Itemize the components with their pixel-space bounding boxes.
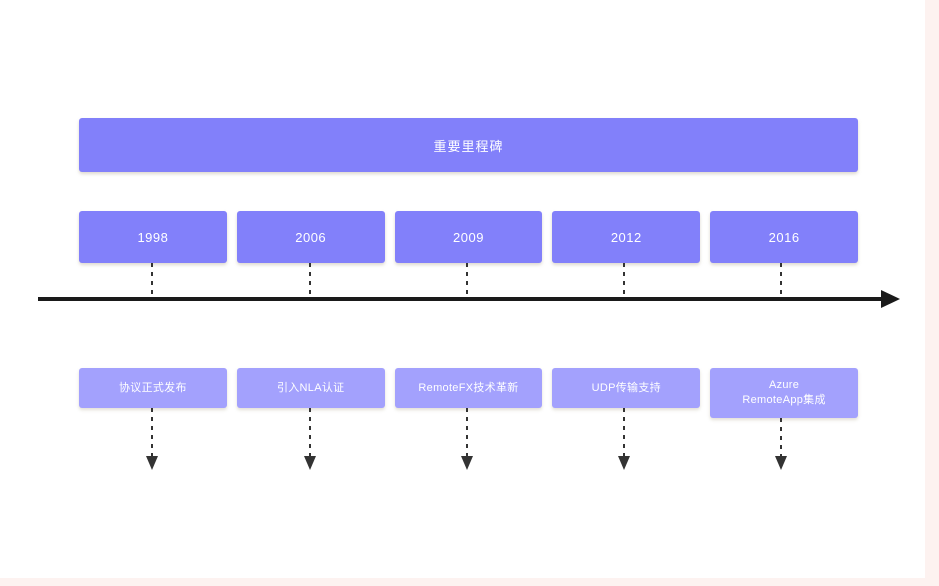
milestone-year-box[interactable]: 2009	[394, 211, 543, 263]
milestone-event-label: RemoteFX技术革新	[418, 381, 519, 394]
timeline-axis	[38, 290, 900, 308]
milestone-year-box[interactable]: 2012	[552, 211, 701, 263]
milestone-year-box[interactable]: 2006	[236, 211, 385, 263]
milestone-event-label: UDP传输支持	[591, 381, 661, 394]
milestone-event-box[interactable]: 协议正式发布	[79, 368, 227, 408]
timeline-title-banner: 重要里程碑	[79, 118, 858, 172]
milestone-year-box[interactable]: 1998	[79, 211, 227, 263]
milestone-year-box[interactable]: 2016	[710, 211, 858, 263]
milestone-event-box[interactable]: 引入NLA认证	[236, 368, 385, 408]
milestone-event-box[interactable]: RemoteFX技术革新	[394, 368, 543, 408]
milestone-year-label: 2016	[768, 229, 800, 245]
milestone-event-label: 引入NLA认证	[276, 381, 345, 394]
milestone-year-label: 2012	[610, 229, 642, 245]
milestone-event-box[interactable]: UDP传输支持	[552, 368, 701, 408]
timeline-title-text: 重要里程碑	[433, 138, 504, 154]
milestone-year-row: 1998 2006 2009 2012 2016	[79, 211, 858, 263]
page-edge-bottom	[0, 578, 939, 586]
page-edge-right	[925, 0, 939, 586]
milestone-year-label: 1998	[137, 229, 169, 245]
milestone-event-box[interactable]: Azure RemoteApp集成	[710, 368, 858, 418]
milestone-event-row: 协议正式发布 引入NLA认证 RemoteFX技术革新 UDP传输支持 Azur…	[79, 368, 858, 420]
milestone-event-label: Azure RemoteApp集成	[742, 379, 826, 406]
milestone-event-label: 协议正式发布	[118, 381, 187, 394]
milestone-year-label: 2009	[453, 229, 484, 245]
milestone-year-label: 2006	[295, 229, 327, 245]
